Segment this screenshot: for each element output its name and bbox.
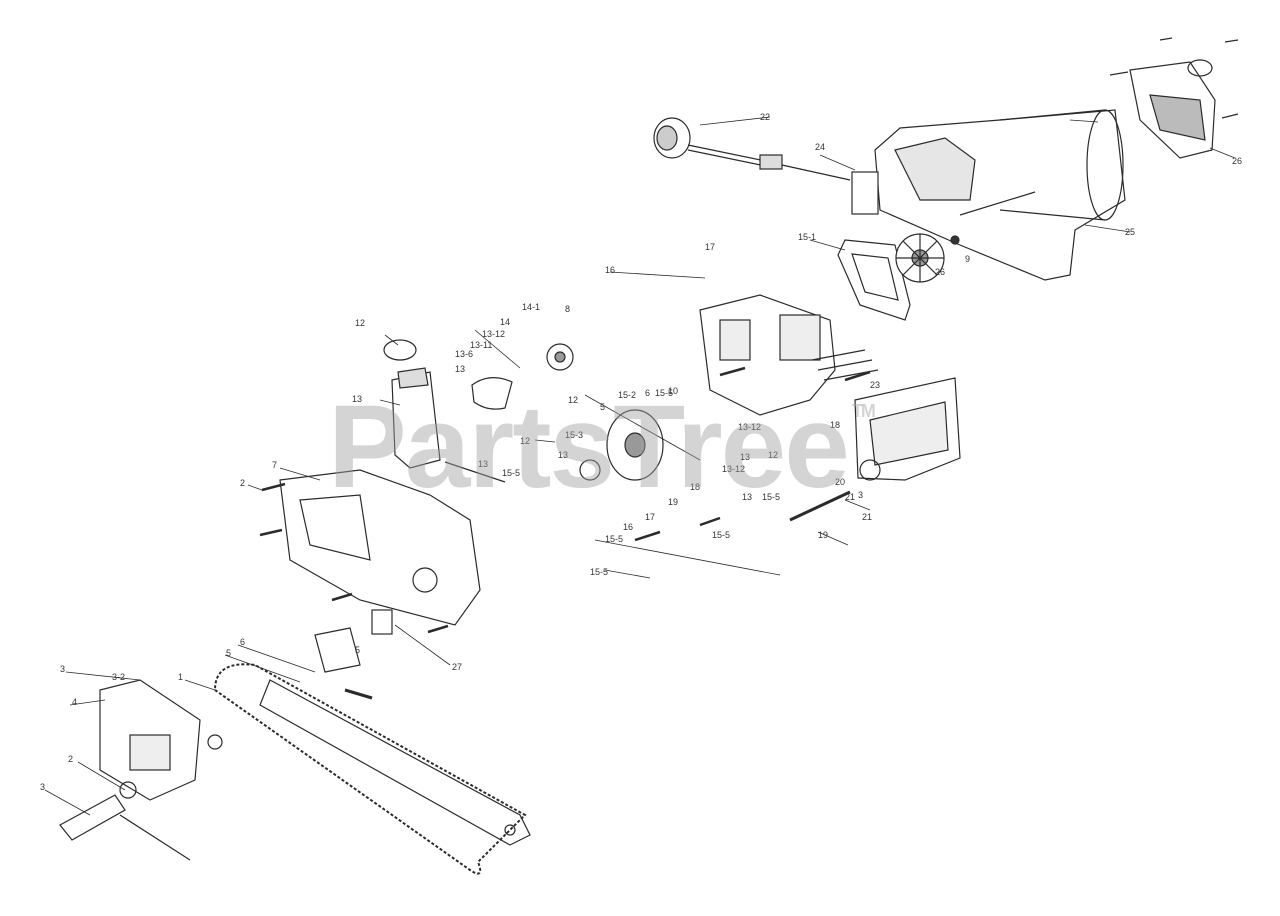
- leader-lines: [44, 116, 1236, 816]
- motor-housing: [874, 109, 1126, 281]
- callout-13d: 13: [740, 452, 750, 462]
- callout-13-4: 13-12: [482, 329, 505, 339]
- tensioner-block: [314, 609, 393, 700]
- callout-12c: 13: [478, 459, 488, 469]
- callout-13-12: 15-1: [798, 232, 816, 242]
- callout-13-5: 14: [500, 317, 510, 327]
- callout-13-6: 14-1: [522, 302, 540, 312]
- callout-5c: 5: [355, 645, 360, 655]
- callout-13-11: 13-12: [738, 422, 761, 432]
- callout-15f: 15-5: [590, 567, 608, 577]
- oil-tank: [383, 339, 506, 483]
- callout-4: 4: [72, 697, 77, 707]
- switch-housing: [789, 377, 961, 522]
- callout-18: 18: [830, 420, 840, 430]
- guide-bar: [259, 679, 531, 846]
- callout-20c: 21: [862, 512, 872, 522]
- callout-5: 6: [645, 388, 650, 398]
- callout-3: 3: [60, 664, 65, 674]
- gear-housing: [699, 294, 879, 416]
- power-cord: [653, 117, 879, 215]
- callout-2b: 2: [68, 754, 73, 764]
- clutch-drum: [579, 409, 664, 481]
- callout-20b: 21: [845, 492, 855, 502]
- callout-23: 24: [815, 142, 825, 152]
- callout-26: 26: [935, 267, 945, 277]
- callout-14-2: 5: [600, 402, 605, 412]
- callout-13-3: 13-11: [470, 340, 492, 350]
- callout-14: 15-2: [618, 390, 636, 400]
- callout-15: 15-5: [655, 388, 673, 398]
- callout-3-2: 3-2: [112, 672, 125, 682]
- callout-7: 7: [272, 460, 277, 470]
- callout-3c: 3: [858, 490, 863, 500]
- callout-15-b: 15-5: [502, 468, 520, 478]
- callout-26b: 27: [452, 662, 462, 672]
- callout-20: 20: [835, 477, 845, 487]
- callout-22: 22: [760, 112, 770, 122]
- callout-12: 12: [568, 395, 578, 405]
- gear-cover-gasket: [837, 239, 911, 321]
- callout-13-c: 13: [558, 450, 568, 460]
- callout-2: 2: [240, 478, 245, 488]
- callout-15c: 15-5: [762, 492, 780, 502]
- callout-12d: 12: [768, 450, 778, 460]
- callout-24: 25: [1125, 227, 1135, 237]
- callout-17: 17: [705, 242, 715, 252]
- callout-15-2: 16: [623, 522, 633, 532]
- callout-1: 1: [178, 672, 183, 682]
- callout-15e: 15-5: [712, 530, 730, 540]
- callout-9: 9: [965, 254, 970, 264]
- callout-15-3: 17: [645, 512, 655, 522]
- callout-12b: 12: [520, 436, 530, 446]
- callout-labels: 16 17 22 24 26 25 15-1 9 26 23 14-1 8 14…: [40, 112, 1242, 792]
- sprocket-gear: [471, 343, 574, 410]
- side-housing: [279, 469, 481, 626]
- callout-8: 8: [565, 304, 570, 314]
- callout-11: 12: [355, 318, 365, 328]
- callout-16: 16: [605, 265, 615, 275]
- callout-15-6: 19: [668, 497, 678, 507]
- callout-14-1: 15-3: [565, 430, 583, 440]
- screws: [259, 366, 871, 634]
- callout-13-2: 13-6: [455, 349, 473, 359]
- rear-cover: [1109, 37, 1239, 159]
- cooling-fan: [895, 233, 960, 283]
- callout-25: 26: [1232, 156, 1242, 166]
- callout-13-11b: 13-12: [722, 464, 745, 474]
- callout-15d: 15-5: [605, 534, 623, 544]
- sprocket-cover: [59, 679, 223, 861]
- callout-19: 19: [818, 530, 828, 540]
- saw-chain: [213, 663, 527, 875]
- callout-21: 23: [870, 380, 880, 390]
- callout-13e: 13: [742, 492, 752, 502]
- callout-13b: 13: [352, 394, 362, 404]
- callout-13: 13: [455, 364, 465, 374]
- callout-10: 10: [668, 386, 678, 396]
- callout-5b: 5: [226, 648, 231, 658]
- callout-6: 6: [240, 637, 245, 647]
- callout-15-5: 18: [690, 482, 700, 492]
- callout-3b: 3: [40, 782, 45, 792]
